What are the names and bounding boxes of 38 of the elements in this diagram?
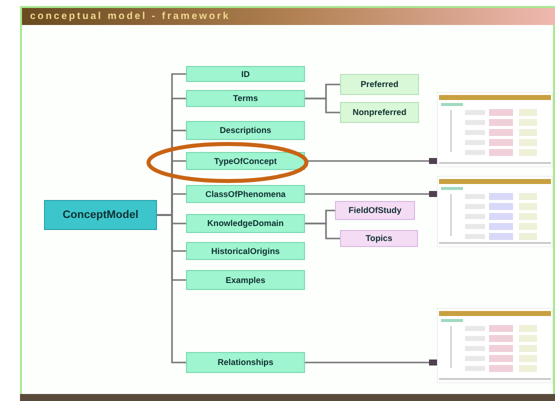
root-box: [44, 200, 157, 230]
concept-box: [186, 270, 305, 290]
box-label: Relationships: [218, 356, 274, 369]
concept-box: [186, 242, 305, 260]
concept-box: [186, 152, 305, 170]
box-label: Topics: [366, 232, 392, 245]
concept-box: [186, 352, 305, 373]
document-thumbnail: [437, 176, 553, 247]
box-label: Examples: [226, 274, 266, 286]
box-label: TypeOfConcept: [214, 154, 277, 168]
box-label: Nonpreferred: [352, 106, 406, 119]
concept-box: [186, 185, 305, 203]
concept-box: [340, 230, 418, 247]
concept-box: [186, 214, 305, 233]
box-label: ConceptModel: [62, 208, 138, 223]
box-label: FieldOfStudy: [348, 204, 402, 217]
connector-line: [157, 214, 186, 364]
concept-box: [340, 74, 419, 95]
concept-box: [340, 102, 419, 123]
box-label: Terms: [233, 92, 258, 105]
box-label: ClassOfPhenomena: [205, 188, 286, 200]
concept-box: [186, 90, 305, 107]
box-label: ID: [241, 68, 250, 80]
connector-line: [305, 191, 437, 197]
connector-line: [305, 222, 340, 240]
connector-line: [305, 360, 437, 366]
box-label: Descriptions: [220, 124, 272, 137]
document-thumbnail: [437, 92, 553, 167]
title: conceptual model - framework: [30, 10, 230, 24]
connector-line: [305, 158, 437, 164]
box-label: Preferred: [360, 78, 398, 91]
concept-box: [186, 66, 305, 82]
concept-box: [186, 121, 305, 140]
box-label: HistoricalOrigins: [211, 244, 280, 258]
document-thumbnail: [437, 308, 553, 383]
connector-line: [305, 98, 340, 114]
concept-box: [335, 201, 415, 220]
box-label: KnowledgeDomain: [207, 217, 284, 230]
